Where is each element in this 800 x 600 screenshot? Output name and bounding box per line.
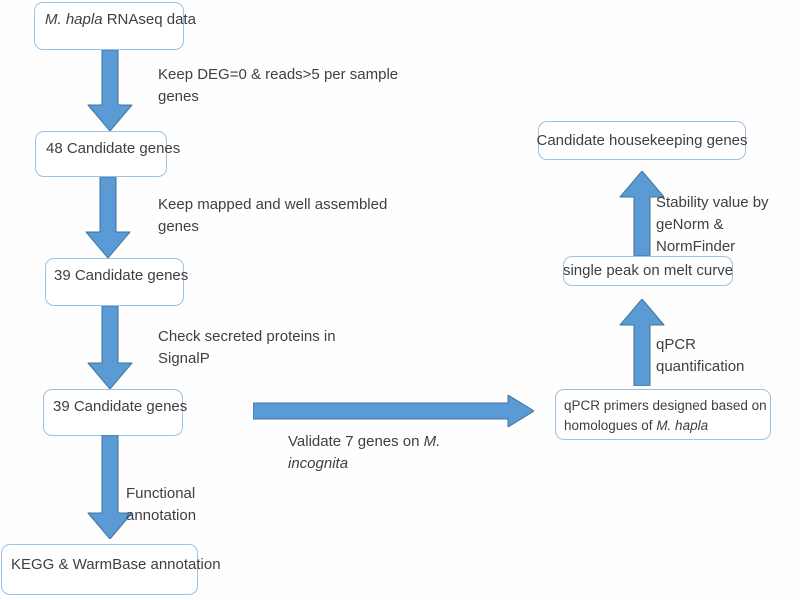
species-name-m: M.: [423, 433, 441, 450]
box-qpcr-primers-line2-text: homologues of: [564, 418, 657, 433]
box-39-candidate-genes-2-text: 39 Candidate genes: [53, 398, 188, 415]
box-candidate-housekeeping-genes: Candidate housekeeping genes: [536, 121, 748, 160]
arrow-up-stability: [619, 171, 665, 256]
label-validate-pre: Validate 7 genes on: [288, 433, 424, 450]
box-qpcr-primers-line1: qPCR primers designed based on: [564, 398, 767, 413]
box-rnaseq-rest: RNAseq data: [102, 11, 196, 28]
box-single-peak-melt-curve-text: single peak on melt curve: [562, 262, 734, 279]
box-rnaseq-text: M. hapla RNAseq data: [45, 10, 196, 30]
species-name-hapla: M. hapla: [45, 11, 103, 28]
arrow-down-1: [87, 50, 133, 131]
arrow-up-qpcr: [619, 299, 665, 386]
box-rnaseq-data: M. hapla RNAseq data: [34, 2, 196, 50]
species-name-hapla-2: M. hapla: [656, 418, 709, 433]
box-kegg-warmbase-annotation-text: KEGG & WarmBase annotation: [11, 556, 221, 573]
arrow-down-3: [87, 306, 133, 389]
box-candidate-housekeeping-genes-text: Candidate housekeeping genes: [536, 131, 748, 149]
label-filter-signalp: Check secreted proteins in SignalP: [158, 328, 336, 367]
box-39-candidate-genes-2: 39 Candidate genes: [43, 389, 187, 436]
arrow-down-2: [85, 177, 131, 258]
arrow-down-4: [87, 435, 133, 539]
label-validate-genes: Validate 7 genes on M. incognita: [288, 431, 468, 475]
label-qpcr-quantification: qPCR quantification: [656, 336, 745, 375]
box-kegg-warmbase-annotation: KEGG & WarmBase annotation: [1, 544, 221, 595]
box-39-candidate-genes-1-text: 39 Candidate genes: [54, 267, 189, 284]
label-stability-value: Stability value by geNorm & NormFinder: [656, 194, 769, 255]
box-48-candidate-genes-text: 48 Candidate genes: [46, 140, 181, 157]
box-qpcr-primers-line2: homologues of M. hapla: [564, 416, 708, 436]
arrow-right-validate: [253, 395, 534, 427]
label-functional-annotation: Functional annotation: [126, 485, 197, 524]
label-filter-deg: Keep DEG=0 & reads>5 per sample genes: [158, 66, 399, 105]
label-filter-mapped: Keep mapped and well assembled genes: [158, 196, 388, 235]
species-name-incognita: incognita: [288, 455, 349, 472]
box-single-peak-melt-curve: single peak on melt curve: [563, 256, 733, 286]
box-39-candidate-genes-1: 39 Candidate genes: [45, 258, 188, 306]
box-48-candidate-genes: 48 Candidate genes: [35, 131, 180, 177]
box-qpcr-primers: qPCR primers designed based on homologues…: [555, 389, 771, 440]
